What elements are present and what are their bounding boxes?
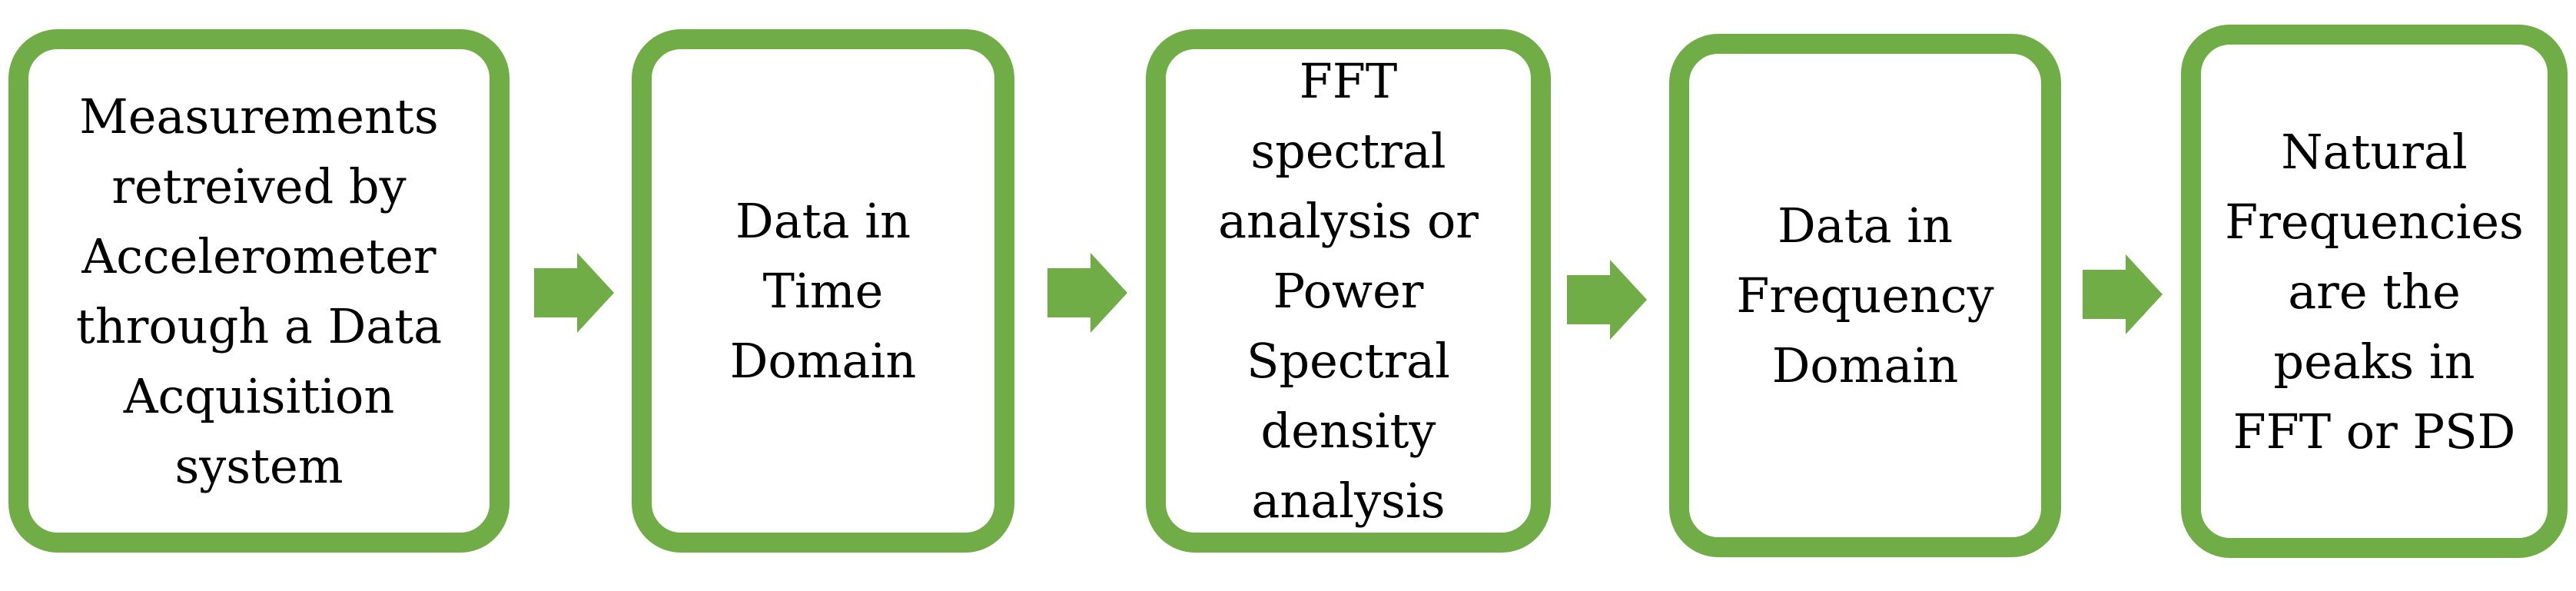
step-box-frequency-domain: Data in Frequency Domain — [1669, 34, 2061, 557]
step-label: Natural Frequencies are the peaks in FFT… — [2225, 123, 2524, 460]
right-arrow-icon — [2083, 254, 2163, 334]
right-arrow-icon — [1047, 253, 1127, 333]
right-arrow-icon — [534, 253, 614, 333]
step-label: Data in Time Domain — [729, 193, 917, 389]
step-box-measurements: Measurements retreived by Accelerometer … — [8, 29, 510, 553]
right-arrow-icon — [1567, 260, 1647, 340]
step-label: FFT spectral analysis or Power Spectral … — [1218, 53, 1479, 529]
step-box-time-domain: Data in Time Domain — [632, 29, 1014, 553]
step-box-spectral-analysis: FFT spectral analysis or Power Spectral … — [1146, 29, 1551, 553]
step-label: Data in Frequency Domain — [1736, 198, 1994, 393]
step-box-natural-frequencies: Natural Frequencies are the peaks in FFT… — [2181, 25, 2568, 558]
step-label: Measurements retreived by Accelerometer … — [75, 88, 443, 494]
